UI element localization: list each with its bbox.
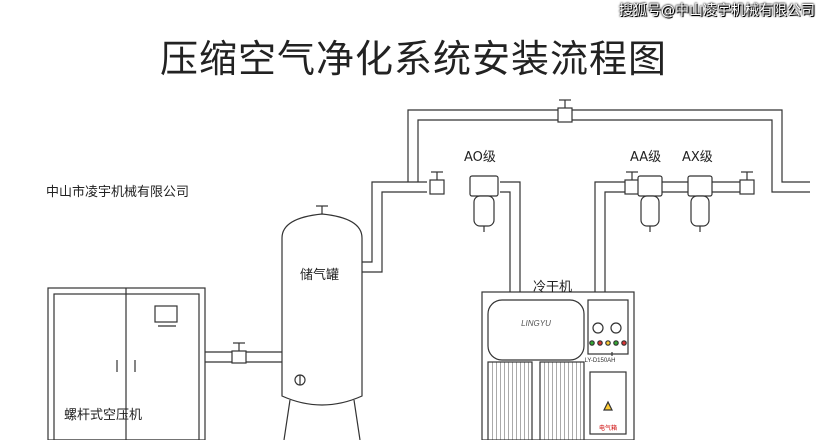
page-title: 压缩空气净化系统安装流程图 (160, 37, 668, 81)
ball-valve-aa (624, 171, 640, 195)
filter-ax-label: AX级 (682, 150, 713, 165)
filter-ao-label: AO级 (464, 150, 496, 165)
ball-valve-tank-outlet (429, 171, 445, 195)
filter-ax (687, 175, 713, 232)
pipe-network (205, 109, 810, 363)
tank-label: 储气罐 (300, 268, 340, 283)
dryer-model: LY-D150AH (584, 358, 615, 364)
ball-valve-compressor (231, 342, 247, 364)
compressor-label: 螺杆式空压机 (64, 408, 143, 423)
watermark: 搜狐号@中山凌宇机械有限公司 (619, 3, 815, 19)
dryer-label: 冷干机 (533, 280, 573, 295)
company-name: 中山市凌宇机械有限公司 (46, 185, 190, 200)
screw-compressor (47, 287, 206, 440)
dryer-brand: LINGYU (521, 319, 551, 328)
air-tank (281, 205, 363, 440)
filter-aa (637, 175, 663, 232)
dryer-warning: 电气箱 (599, 424, 617, 432)
filter-aa-label: AA级 (630, 150, 662, 165)
filter-ao (469, 175, 499, 232)
refrigerated-dryer (481, 291, 635, 440)
ball-valve-outlet (739, 171, 755, 195)
ball-valve-bypass (557, 99, 573, 123)
